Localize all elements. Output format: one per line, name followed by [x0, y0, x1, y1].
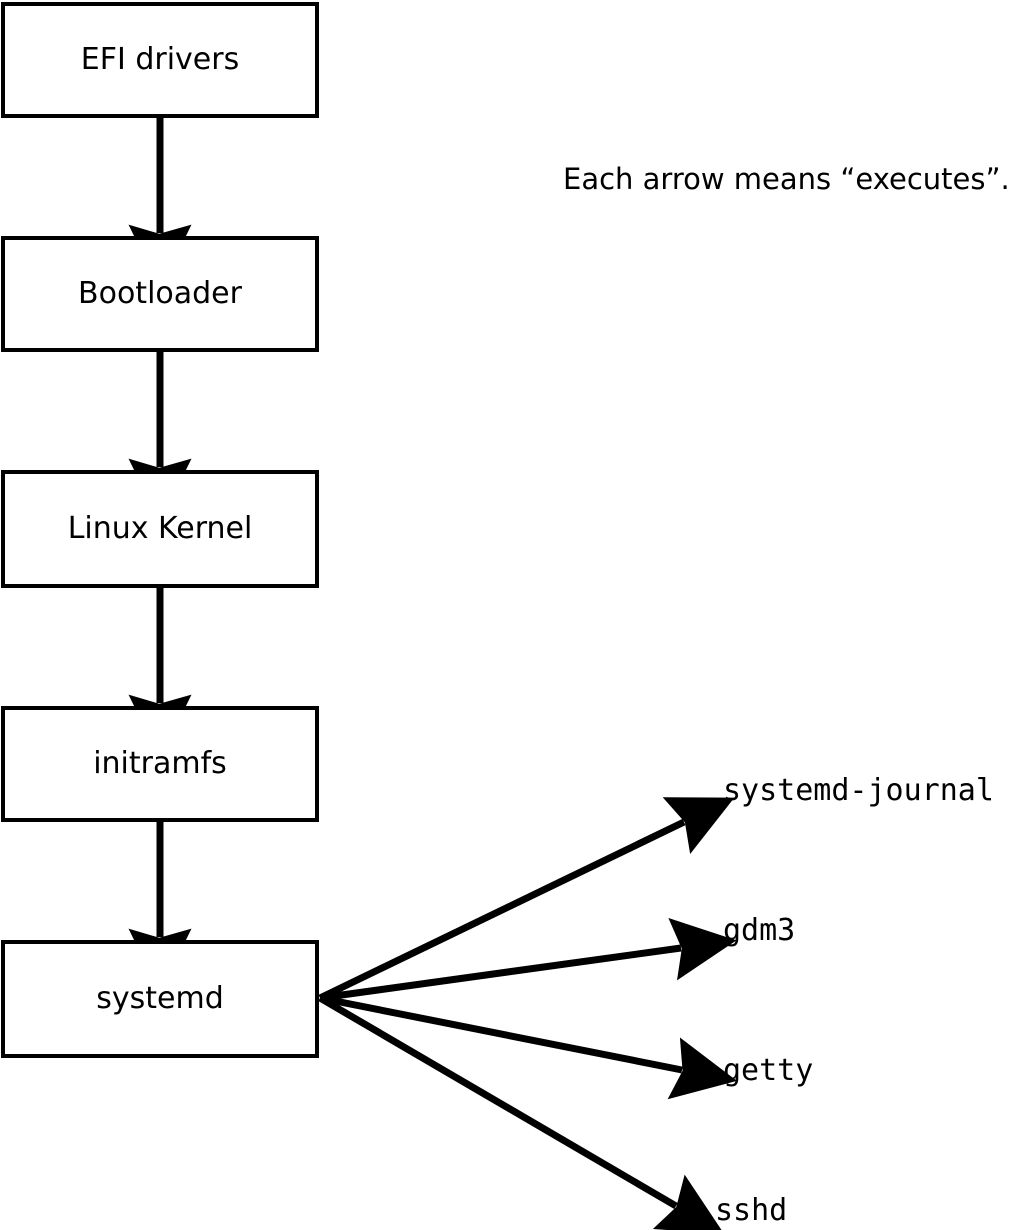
stage-box-bootloader[interactable]: Bootloader	[1, 236, 319, 352]
stage-label-initramfs: initramfs	[93, 746, 227, 781]
legend-caption: Each arrow means “executes”.	[563, 162, 1010, 196]
stage-label-linux-kernel: Linux Kernel	[67, 511, 253, 546]
stage-box-initramfs[interactable]: initramfs	[1, 706, 319, 822]
stage-label-efi-drivers: EFI drivers	[80, 42, 240, 77]
process-label-gdm3: gdm3	[723, 913, 796, 948]
arrow-systemd-to-systemd-journal	[318, 797, 735, 1002]
process-label-systemd-journal: systemd-journal	[723, 773, 994, 808]
stage-label-bootloader: Bootloader	[78, 276, 242, 311]
stage-box-linux-kernel[interactable]: Linux Kernel	[1, 470, 319, 588]
stage-box-efi-drivers[interactable]: EFI drivers	[1, 2, 319, 118]
process-label-getty: getty	[723, 1053, 814, 1088]
arrow-systemd-to-getty	[319, 994, 737, 1100]
stage-label-systemd: systemd	[96, 981, 224, 1016]
stage-box-systemd[interactable]: systemd	[1, 940, 319, 1058]
process-label-sshd: sshd	[715, 1193, 788, 1228]
arrow-systemd-to-sshd	[318, 994, 725, 1230]
arrow-systemd-to-gdm3	[319, 917, 737, 1002]
